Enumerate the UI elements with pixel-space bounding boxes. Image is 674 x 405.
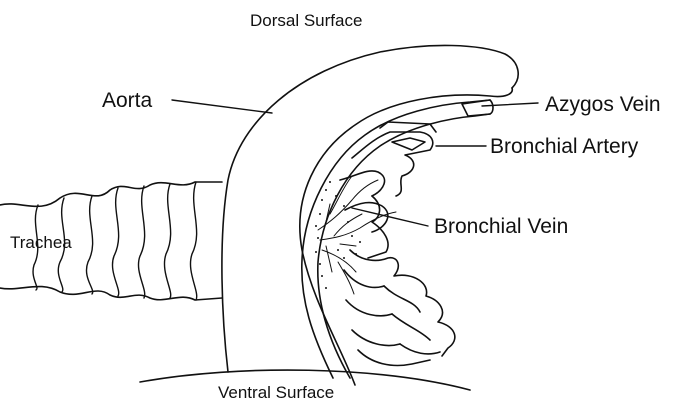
label-bronchial-artery: Bronchial Artery bbox=[490, 136, 638, 157]
leader-lines bbox=[172, 100, 538, 226]
azygos-vein-shape bbox=[302, 100, 493, 378]
label-azygos-vein: Azygos Vein bbox=[545, 94, 661, 115]
bronchi-shape bbox=[340, 122, 455, 365]
label-trachea: Trachea bbox=[10, 234, 72, 251]
label-bronchial-vein: Bronchial Vein bbox=[434, 216, 568, 237]
label-ventral-surface: Ventral Surface bbox=[218, 384, 334, 401]
label-dorsal-surface: Dorsal Surface bbox=[250, 12, 362, 29]
label-aorta: Aorta bbox=[102, 90, 152, 111]
